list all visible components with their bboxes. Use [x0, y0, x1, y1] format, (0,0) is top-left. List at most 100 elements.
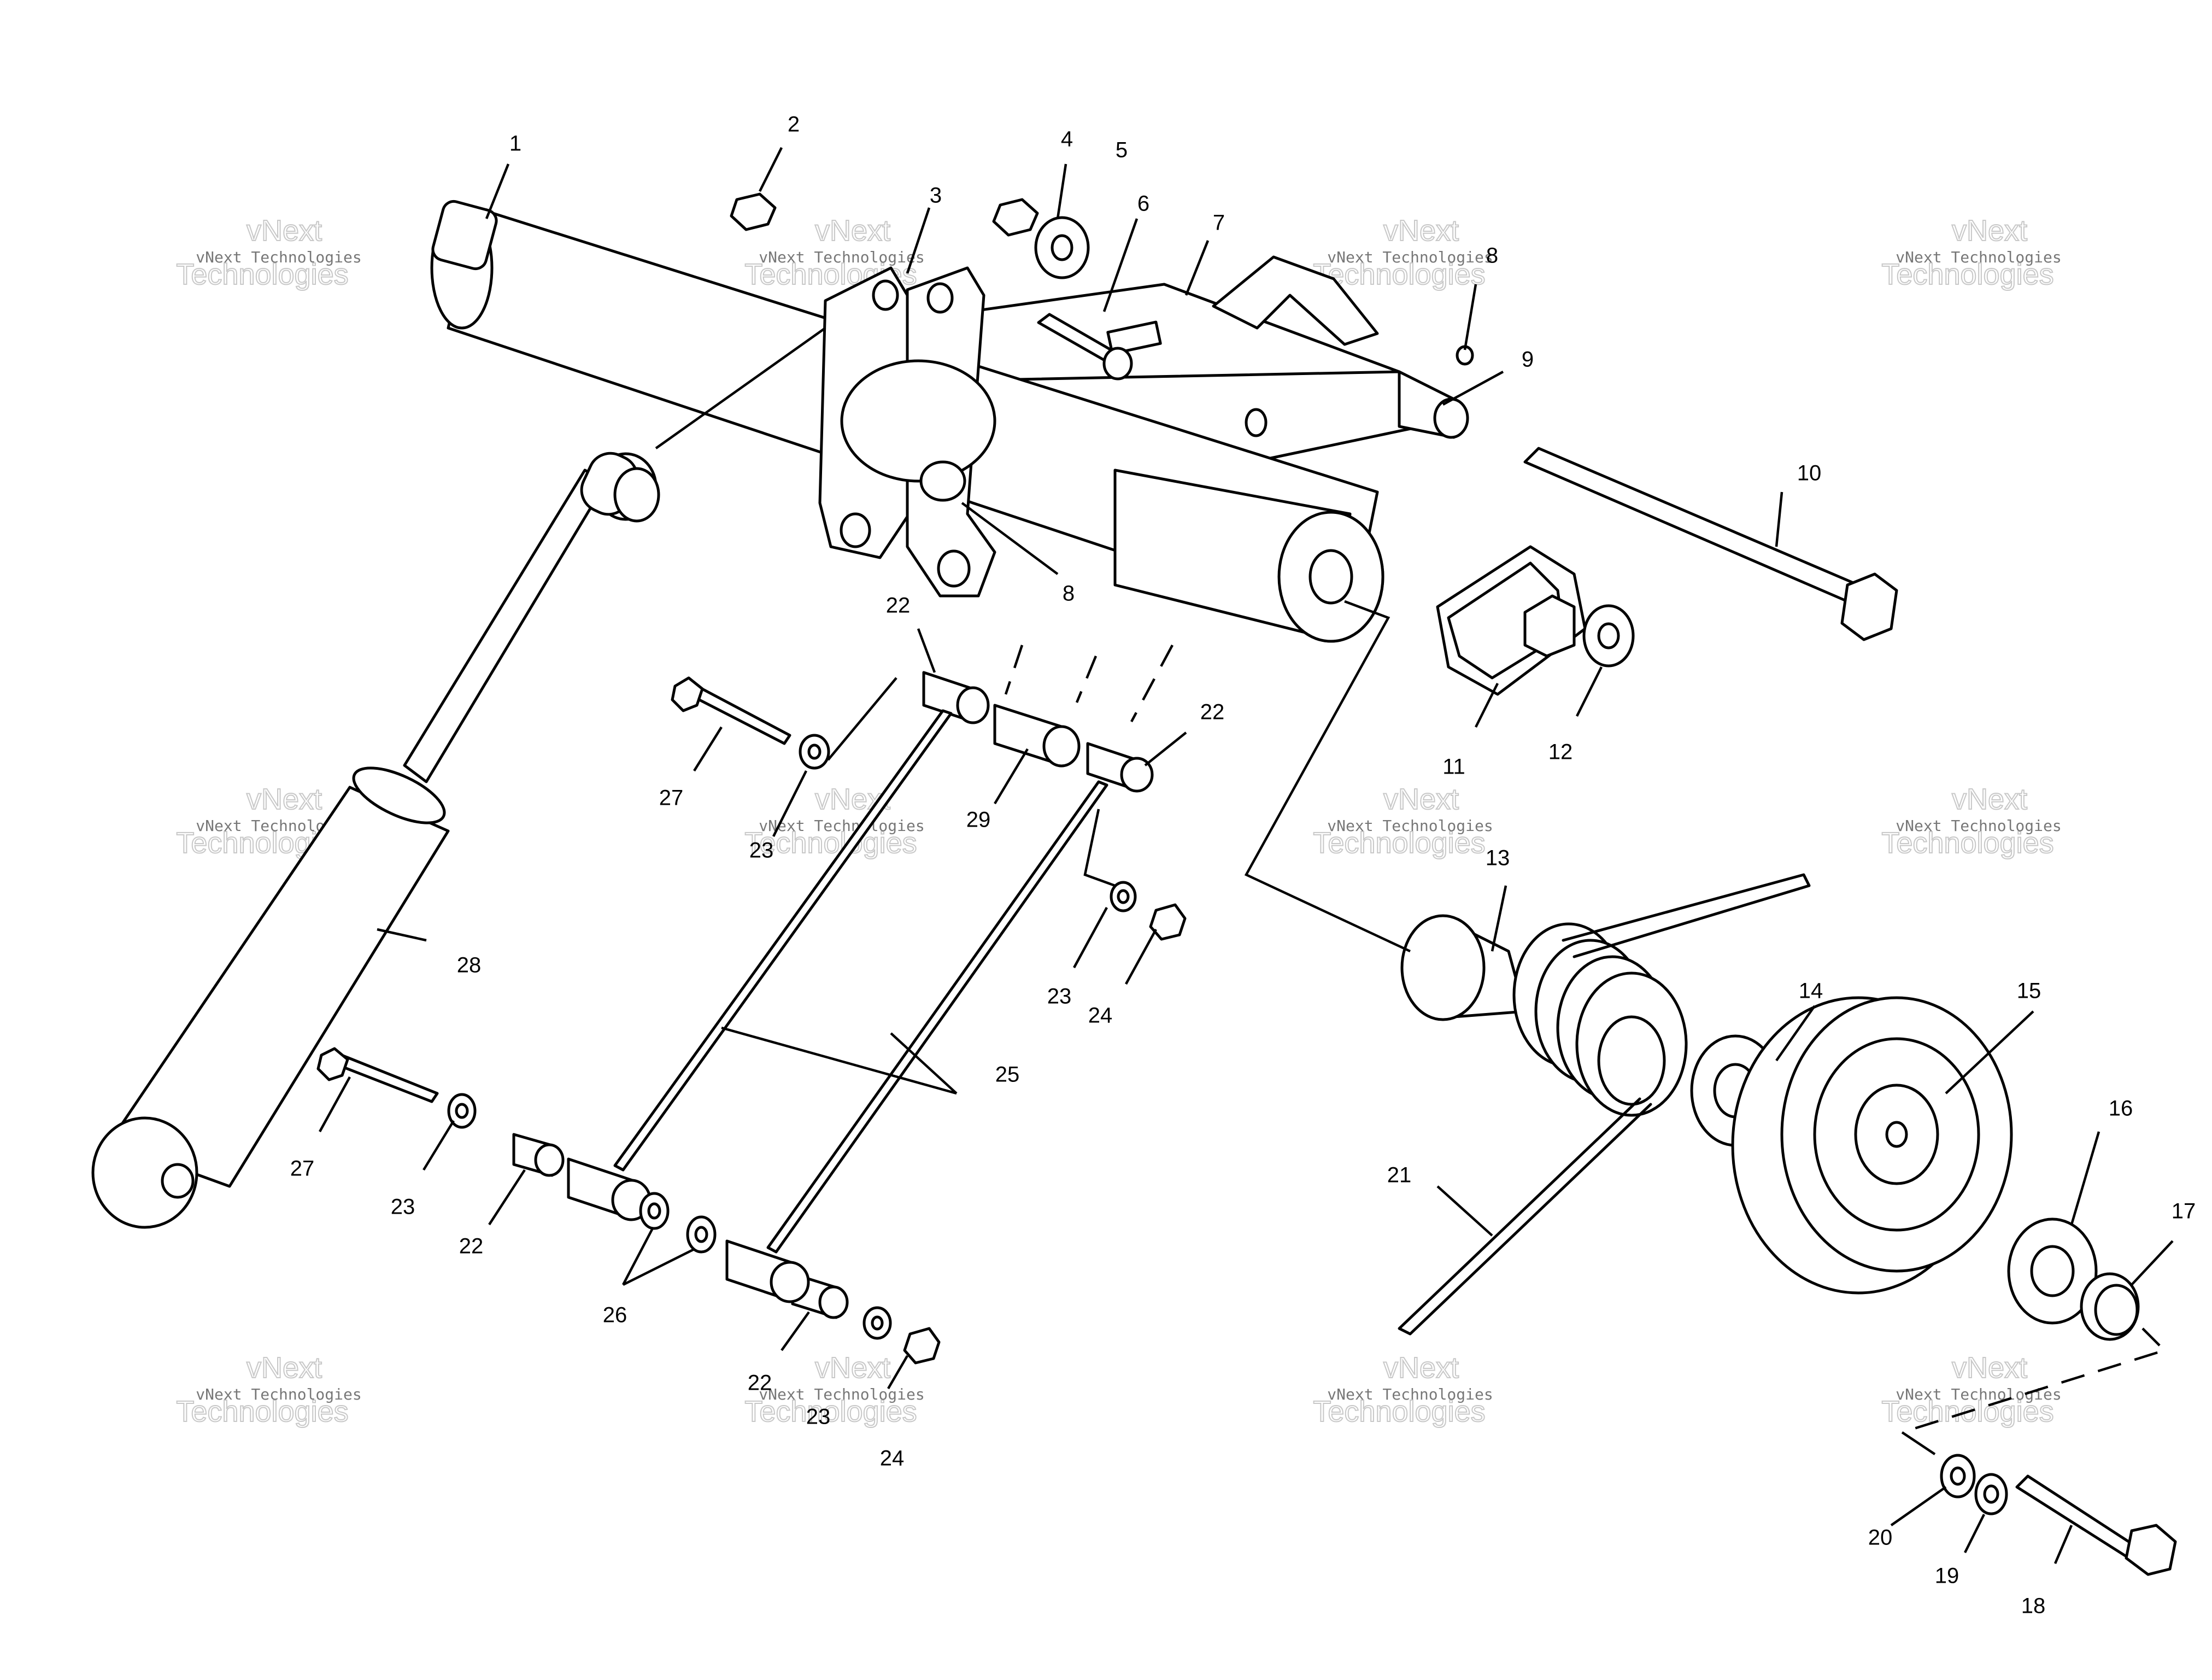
callout-22-d: 22 — [748, 1371, 772, 1395]
callout-23-b: 23 — [1047, 985, 1072, 1009]
callout-24-b: 24 — [880, 1447, 905, 1471]
bolt-part-18 — [2015, 1474, 2177, 1576]
watermark-vnext-big: vNext — [1952, 214, 2027, 247]
watermark-tech-big: Technologies — [1313, 258, 1485, 291]
washer-part-5 — [1034, 216, 1090, 279]
mount-plates-part-3 — [818, 266, 996, 598]
watermark-small: vNext Technologies — [1896, 1385, 2061, 1403]
callout-16: 16 — [2109, 1097, 2133, 1121]
callout-28: 28 — [457, 953, 482, 977]
callout-2: 2 — [788, 113, 800, 137]
callout-22-b: 22 — [1200, 700, 1225, 724]
watermark: vNext Technologies vNext Technologies — [1312, 1351, 1493, 1429]
watermark: vNext Technologies vNext Technologies — [1881, 782, 2061, 860]
callout-9: 9 — [1522, 348, 1534, 372]
shock-absorber-part-28 — [91, 452, 660, 1229]
axle-stub-part-9 — [1398, 370, 1469, 439]
callout-25: 25 — [995, 1063, 1020, 1087]
watermark-tech-big: Technologies — [1313, 1395, 1485, 1428]
callout-8-lower: 8 — [1063, 582, 1075, 606]
watermark-tech-big: Technologies — [176, 258, 348, 291]
callout-23-d: 23 — [806, 1405, 831, 1429]
washer-part-12 — [1582, 604, 1635, 668]
bolt-part-10 — [1523, 447, 1898, 641]
watermark-small: vNext Technologies — [1327, 1385, 1493, 1403]
bushing-part-17 — [2080, 1272, 2140, 1341]
wheel-part-15 — [1731, 996, 2013, 1295]
callout-17: 17 — [2172, 1199, 2196, 1224]
watermark-vnext-big: vNext — [1952, 1351, 2027, 1384]
spring-part-21 — [1398, 873, 1811, 1336]
watermark: vNext Technologies vNext Technologies — [1312, 214, 1493, 291]
callout-22-a: 22 — [886, 594, 911, 618]
watermark-tech-big: Technologies — [176, 1395, 348, 1428]
watermark-tech-big: Technologies — [1881, 258, 2053, 291]
spindle-part-13 — [1400, 914, 1527, 1021]
pin-part-6 — [1037, 313, 1133, 381]
callout-8-top: 8 — [1486, 244, 1498, 268]
watermark-small: vNext Technologies — [759, 248, 924, 266]
callouts: 1 2 3 4 5 6 7 8 8 9 10 11 12 13 14 15 16… — [290, 113, 2196, 1618]
callout-29: 29 — [966, 808, 991, 832]
watermark-vnext-big: vNext — [815, 214, 890, 247]
watermark-vnext-big: vNext — [247, 783, 322, 816]
watermark-vnext-big: vNext — [1952, 783, 2027, 816]
watermark-vnext-big: vNext — [247, 1351, 322, 1384]
callout-5: 5 — [1116, 138, 1128, 162]
callout-7: 7 — [1213, 211, 1225, 235]
callout-24-a: 24 — [1088, 1004, 1113, 1028]
assembly-lines — [827, 600, 2167, 1455]
watermark-small: vNext Technologies — [1896, 248, 2061, 266]
watermark-small: vNext Technologies — [1327, 248, 1493, 266]
callout-27-a: 27 — [659, 786, 684, 810]
callout-23-c: 23 — [391, 1195, 415, 1219]
bushing-part-29 — [993, 704, 1081, 768]
watermark: vNext Technologies vNext Technologies — [175, 214, 361, 291]
callout-19: 19 — [1935, 1564, 1959, 1588]
nut-part-2 — [730, 192, 777, 231]
callout-26: 26 — [603, 1303, 627, 1327]
callout-11: 11 — [1442, 755, 1465, 779]
watermark-tech-big: Technologies — [744, 1395, 917, 1428]
watermark: vNext Technologies vNext Technologies — [175, 1351, 361, 1429]
nut-part-24 — [903, 903, 1187, 1365]
watermark: vNext Technologies vNext Technologies — [1312, 782, 1493, 860]
watermark-small: vNext Technologies — [196, 248, 361, 266]
callout-27-b: 27 — [290, 1157, 315, 1181]
washer-part-20 — [1940, 1454, 1976, 1498]
callout-23-a: 23 — [749, 839, 774, 863]
bushing-part-22 — [512, 671, 1154, 1319]
watermark-small: vNext Technologies — [759, 817, 924, 835]
watermark-vnext-big: vNext — [1383, 783, 1459, 816]
callout-3: 3 — [930, 184, 942, 208]
watermark: vNext Technologies vNext Technologies — [1881, 214, 2061, 291]
callout-4: 4 — [1061, 127, 1073, 151]
leader-lines — [319, 147, 2174, 1564]
washer-part-16 — [2007, 1217, 2098, 1325]
watermark-tech-big: Technologies — [1881, 827, 2053, 859]
watermark-tech-big: Technologies — [1313, 827, 1485, 859]
callout-14: 14 — [1799, 979, 1823, 1003]
watermark-vnext-big: vNext — [815, 1351, 890, 1384]
callout-21: 21 — [1387, 1163, 1412, 1187]
washer-part-26 — [639, 1192, 717, 1254]
watermark: vNext Technologies vNext Technologies — [744, 1351, 924, 1429]
watermark-small: vNext Technologies — [1327, 817, 1493, 835]
callout-1: 1 — [509, 132, 521, 156]
watermark-small: vNext Technologies — [196, 1385, 361, 1403]
callout-6: 6 — [1137, 192, 1149, 216]
bolt-part-27 — [316, 676, 791, 1103]
watermark-vnext-big: vNext — [1383, 214, 1459, 247]
washer-part-23 — [447, 734, 1137, 1340]
washer-part-19 — [1974, 1473, 2008, 1515]
watermark-small: vNext Technologies — [759, 1385, 924, 1403]
watermark-vnext-big: vNext — [1383, 1351, 1459, 1384]
watermark-tech-big: Technologies — [744, 827, 917, 859]
bracket-part-11 — [1436, 545, 1587, 696]
callout-22-c: 22 — [459, 1234, 484, 1258]
callout-18: 18 — [2021, 1594, 2046, 1618]
callout-13: 13 — [1486, 846, 1510, 870]
callout-12: 12 — [1548, 740, 1573, 764]
watermark: vNext Technologies vNext Technologies — [744, 214, 924, 291]
